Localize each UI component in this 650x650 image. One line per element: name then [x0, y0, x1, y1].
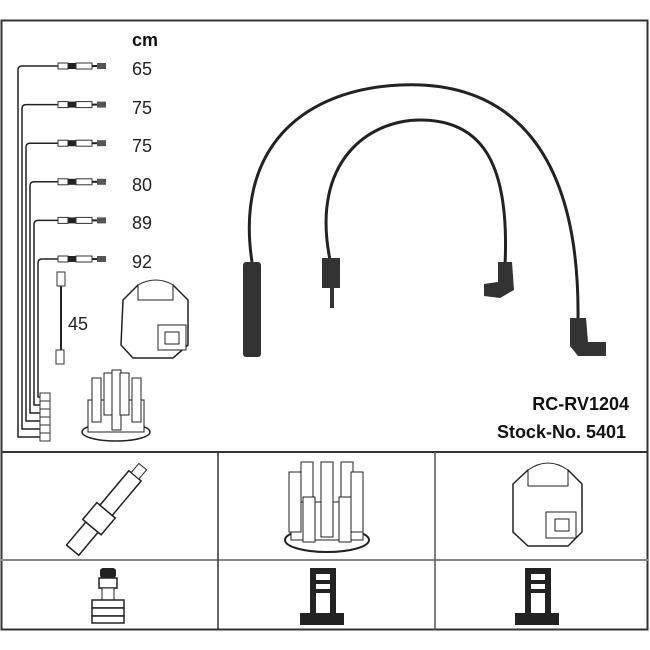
cable-wire: [29, 181, 58, 414]
coil-lead: 45: [55, 271, 88, 365]
spark-plug-icon: [65, 462, 148, 557]
distributor-terminal-icon: [300, 568, 344, 625]
cable-length: 65: [132, 59, 152, 79]
outer-frame: [0, 19, 649, 631]
stock-number: Stock-No. 5401: [497, 422, 626, 442]
ignition-coil-icon: [512, 462, 583, 547]
cable-connector: [39, 255, 106, 402]
cable-length: 92: [132, 252, 152, 272]
distributor-cap-icon: [81, 369, 151, 442]
part-number: RC-RV1204: [532, 394, 629, 414]
cable-connector: [39, 216, 106, 410]
cable-length: 75: [132, 98, 152, 118]
cable-wire: [17, 65, 58, 438]
cable-length: 80: [132, 175, 152, 195]
unit-label: cm: [132, 30, 158, 50]
ignition-coil-icon: [120, 279, 189, 359]
distributor-cap-icon: [284, 461, 370, 553]
cable-list: 65 75 75 80 89 92: [17, 59, 152, 442]
coil-terminal-icon: [515, 568, 559, 625]
coil-lead-length: 45: [68, 314, 88, 334]
cable-wire: [25, 142, 58, 422]
cable-wire: [21, 103, 58, 430]
cable-wire: [33, 219, 58, 406]
cable-boots: [243, 258, 606, 357]
cable-connector: [39, 139, 106, 426]
cable-connector: [39, 178, 106, 418]
cable-length: 75: [132, 136, 152, 156]
cable-wire: [37, 258, 58, 398]
long-cables: [247, 83, 580, 321]
spark-plug-terminal-icon: [91, 568, 125, 624]
cable-length: 89: [132, 213, 152, 233]
